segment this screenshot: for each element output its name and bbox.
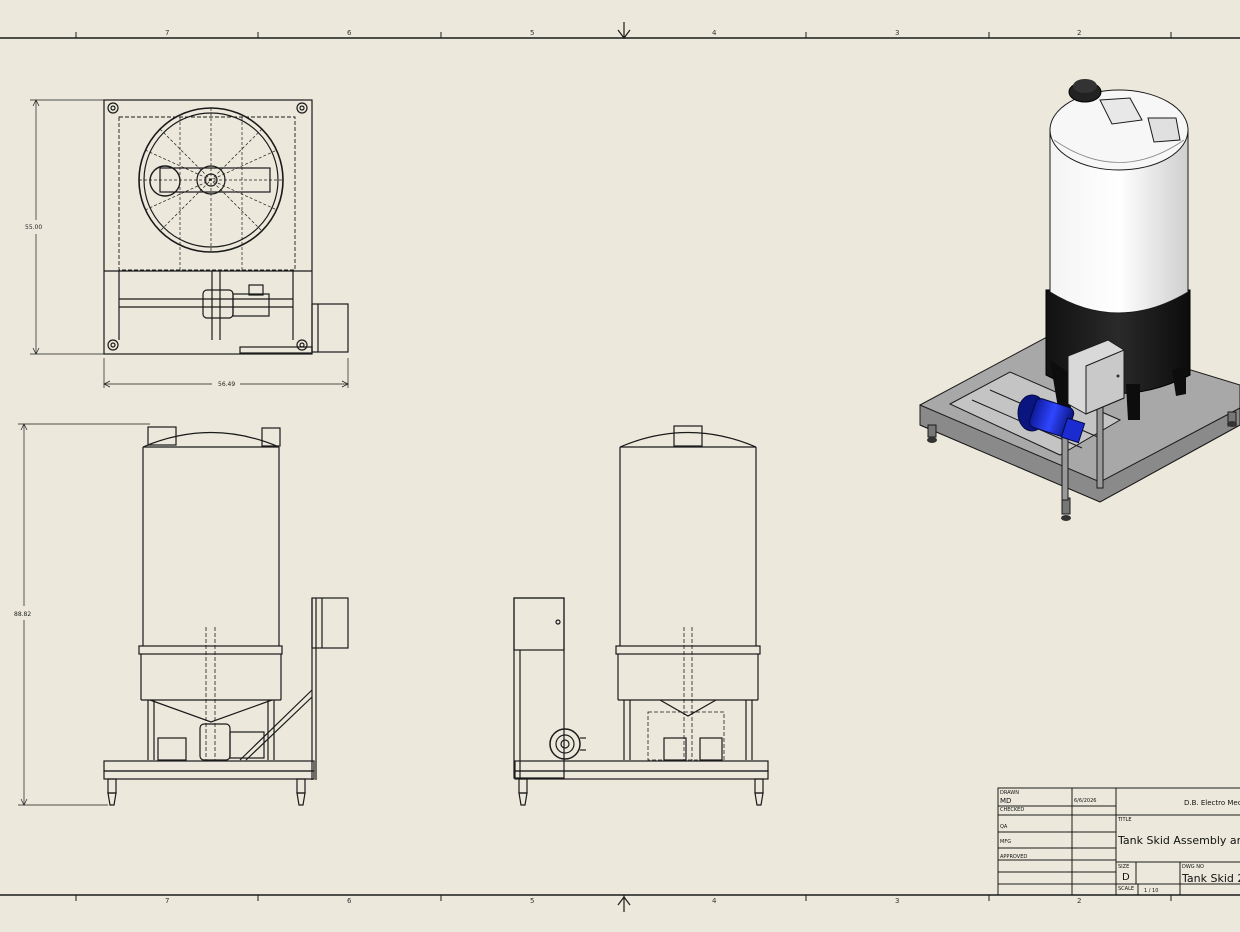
zone-label: 4 — [712, 897, 717, 905]
zone-label: 6 — [347, 897, 352, 905]
isometric-view — [919, 79, 1240, 521]
title-block — [997, 787, 1240, 896]
drawn-date: 6/6/2026 — [1074, 798, 1096, 804]
zone-label: 7 — [165, 29, 169, 37]
side-view — [513, 425, 769, 806]
zone-label: 3 — [895, 29, 899, 37]
drawn-label: DRAWN — [1000, 790, 1019, 796]
sheet-size: D — [1122, 872, 1130, 883]
scale-label: SCALE — [1118, 886, 1134, 892]
zone-label: 5 — [530, 897, 534, 905]
zone-labels-top: 7 6 5 4 3 2 — [165, 29, 1081, 37]
zone-label: 6 — [347, 29, 352, 37]
zone-label: 5 — [530, 29, 534, 37]
drawing-title: Tank Skid Assembly and C — [1117, 834, 1240, 847]
dimension-height-front-view: 88.82 — [14, 611, 31, 618]
zone-label: 4 — [712, 29, 717, 37]
dimension-height-top-view: 55.00 — [25, 224, 42, 231]
mfg-label: MFG — [1000, 839, 1011, 845]
checked-label: CHECKED — [1000, 807, 1024, 813]
zone-label: 2 — [1077, 29, 1081, 37]
drawn-by: MD — [1000, 797, 1011, 805]
drawing-number: Tank Skid 20 — [1181, 872, 1240, 885]
front-view — [103, 426, 349, 806]
top-view — [103, 99, 349, 355]
size-label: SIZE — [1118, 864, 1129, 870]
zone-label: 3 — [895, 897, 899, 905]
top-view-dimensions — [30, 99, 349, 388]
zone-label: 7 — [165, 897, 169, 905]
approved-label: APPROVED — [1000, 854, 1027, 860]
dwg-no-label: DWG NO — [1182, 864, 1204, 870]
company-name: D.B. Electro Mec — [1184, 799, 1240, 807]
qa-label: QA — [1000, 824, 1008, 830]
dimension-width-top-view: 56.49 — [218, 381, 235, 388]
drawing-scale: 1 / 10 — [1144, 888, 1158, 894]
zone-label: 2 — [1077, 897, 1081, 905]
zone-labels-bottom: 7 6 5 4 3 2 — [165, 897, 1081, 905]
title-label: TITLE — [1117, 817, 1132, 823]
front-view-dimensions — [18, 423, 150, 806]
